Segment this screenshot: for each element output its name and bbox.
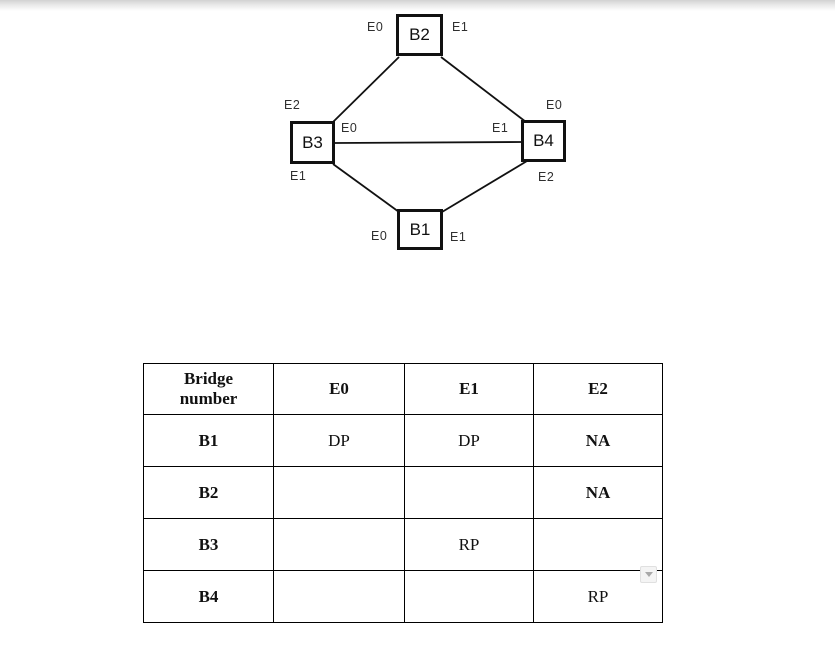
bridge-topology-diagram: B2 B3 B4 B1 E0 E1 E2 E0 E1 E0 E1 E2 E0 E… xyxy=(0,0,835,300)
cell-b1-e0: DP xyxy=(273,414,405,467)
port-label-b1-e0: E0 xyxy=(371,229,388,243)
cell-b2-e1 xyxy=(404,466,534,519)
cell-b1-e2: NA xyxy=(533,414,663,467)
cell-b4-e1 xyxy=(404,570,534,623)
port-label-b2-e1: E1 xyxy=(452,20,469,34)
cell-b3-e0 xyxy=(273,518,405,571)
edge-b3-b1 xyxy=(332,163,400,213)
header-e1: E1 xyxy=(404,363,534,415)
port-label-b3-e1: E1 xyxy=(290,169,307,183)
header-e0: E0 xyxy=(273,363,405,415)
edge-b3-b4 xyxy=(334,141,523,144)
table-header-row: Bridge number E0 E1 E2 xyxy=(143,363,663,415)
edge-b3-b2 xyxy=(332,56,400,123)
header-bridge-number-label: Bridge number xyxy=(179,368,238,408)
port-label-b3-e0: E0 xyxy=(341,121,358,135)
cell-b1-e1: DP xyxy=(404,414,534,467)
row-label-b4: B4 xyxy=(143,570,274,623)
header-e2: E2 xyxy=(533,363,663,415)
node-b3: B3 xyxy=(290,121,335,164)
table-row-b3: B3 RP xyxy=(143,518,663,571)
cell-b4-e0 xyxy=(273,570,405,623)
table-row-b4: B4 RP xyxy=(143,570,663,623)
node-b4: B4 xyxy=(521,120,566,162)
port-label-b4-e1: E1 xyxy=(492,121,509,135)
header-bridge-number: Bridge number xyxy=(143,363,274,415)
port-label-b4-e0: E0 xyxy=(546,98,563,112)
dropdown-button[interactable] xyxy=(640,566,657,583)
top-edge-shadow xyxy=(0,0,835,11)
table-row-b2: B2 NA xyxy=(143,466,663,519)
edge-b2-b4 xyxy=(440,56,527,123)
chevron-down-icon xyxy=(644,572,653,577)
row-label-b3: B3 xyxy=(143,518,274,571)
node-b1: B1 xyxy=(397,209,443,250)
port-states-table: Bridge number E0 E1 E2 B1 DP DP NA B2 NA xyxy=(143,363,663,623)
cell-b2-e2: NA xyxy=(533,466,663,519)
port-label-b1-e1: E1 xyxy=(450,230,467,244)
port-label-b2-e0: E0 xyxy=(367,20,384,34)
cell-b3-e2 xyxy=(533,518,663,571)
table-row-b1: B1 DP DP NA xyxy=(143,414,663,467)
row-label-b1: B1 xyxy=(143,414,274,467)
cell-b3-e1: RP xyxy=(404,518,534,571)
cell-b2-e0 xyxy=(273,466,405,519)
edge-b1-b4 xyxy=(441,160,528,213)
port-label-b4-e2: E2 xyxy=(538,170,555,184)
row-label-b2: B2 xyxy=(143,466,274,519)
port-label-b3-e2: E2 xyxy=(284,98,301,112)
node-b2: B2 xyxy=(396,14,443,56)
